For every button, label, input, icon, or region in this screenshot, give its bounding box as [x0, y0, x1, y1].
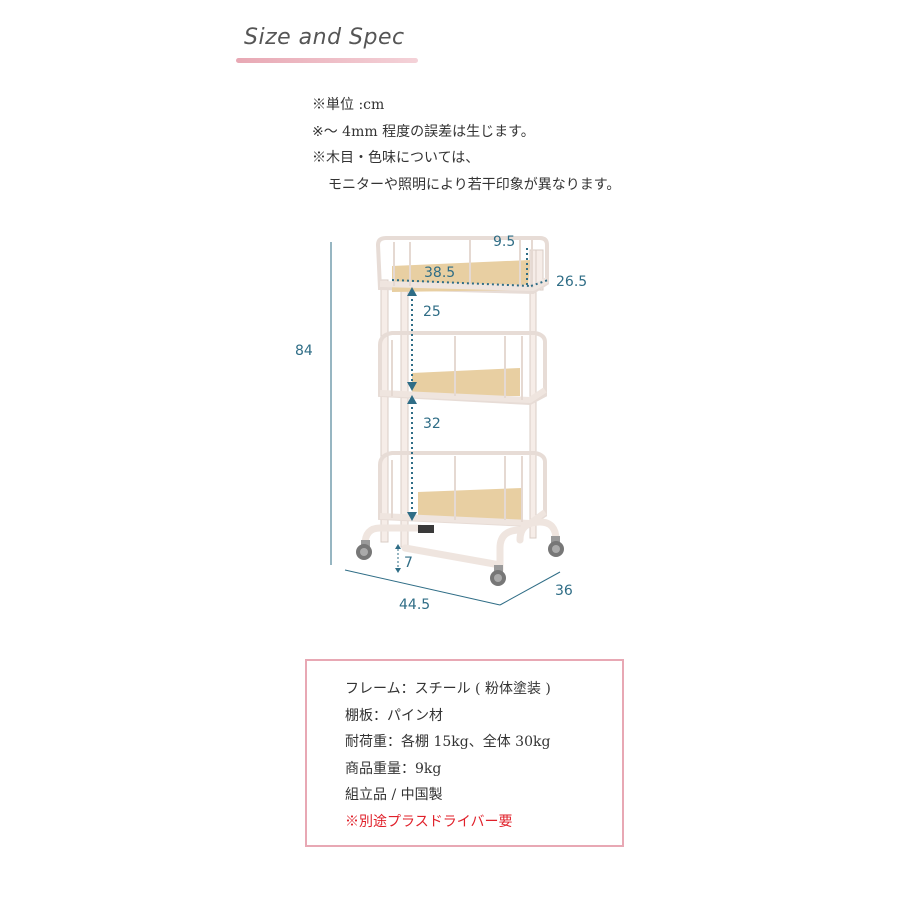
spec-box — [305, 659, 624, 847]
section-heading: Size and Spec — [244, 25, 405, 50]
arrow-gap-middle-up — [407, 395, 417, 404]
note-monitor: モニターや照明により若干印象が異なります。 — [328, 176, 621, 193]
cart-illustration — [356, 236, 564, 586]
note-wood-color: ※木目・色味については、 — [312, 150, 480, 166]
arrow-gap-middle-down — [407, 512, 417, 521]
spec-list: フレーム：スチール ( 粉体塗装 ) 棚板：パイン材 耐荷重：各棚 15kg、全… — [345, 676, 551, 836]
dimension-arrowheads — [395, 287, 417, 573]
dim-basket-depth: 9.5 — [493, 234, 515, 250]
frame-post-front-left — [380, 279, 389, 543]
depth-line — [499, 571, 561, 606]
dim-gap-middle: 32 — [423, 416, 441, 432]
dim-top-depth: 26.5 — [556, 274, 587, 290]
spec-weight: 商品重量：9kg — [345, 760, 442, 777]
arrow-gap-top-up — [407, 287, 417, 296]
shelf-board-bottom — [418, 488, 522, 522]
caster-back-right — [548, 536, 564, 557]
dimension-lines — [330, 242, 561, 606]
dim-inner-width: 38.5 — [424, 265, 455, 281]
basket-middle — [378, 331, 547, 406]
spec-origin: 組立品 / 中国製 — [345, 787, 443, 804]
foot-stopper — [418, 525, 434, 533]
notes-block: ※単位 :cm ※～ 4mm 程度の誤差は生じます。 ※木目・色味については、 … — [312, 92, 620, 198]
arrow-clearance-up — [395, 544, 401, 549]
caster-front-right — [490, 565, 506, 586]
spec-frame: フレーム：スチール ( 粉体塗装 ) — [345, 681, 551, 697]
arrow-gap-top-down — [407, 382, 417, 391]
note-unit: ※単位 :cm — [312, 97, 385, 113]
top-depth-line — [530, 279, 549, 287]
arrow-clearance-down — [395, 568, 401, 573]
dim-overall-depth: 36 — [555, 583, 573, 599]
spec-screwdriver-warning: ※別途プラスドライバー要 — [345, 813, 513, 830]
width-line — [344, 569, 501, 606]
dim-overall-width: 44.5 — [399, 597, 430, 613]
dim-floor-clearance: 7 — [404, 555, 413, 571]
shelf-board-middle — [412, 368, 520, 396]
note-tolerance: ※～ 4mm 程度の誤差は生じます。 — [312, 123, 535, 140]
spec-shelf: 棚板：パイン材 — [345, 707, 443, 724]
basket-bottom — [378, 451, 547, 528]
base-frame — [361, 518, 560, 574]
caster-front-left — [356, 540, 372, 560]
heading-underline — [236, 58, 418, 63]
inner-width-line — [391, 279, 532, 287]
spec-load-capacity: 耐荷重：各棚 15kg、全体 30kg — [345, 734, 551, 751]
frame-post-front-inner — [400, 284, 409, 548]
dim-total-height: 84 — [295, 343, 313, 359]
dim-gap-top: 25 — [423, 304, 441, 320]
